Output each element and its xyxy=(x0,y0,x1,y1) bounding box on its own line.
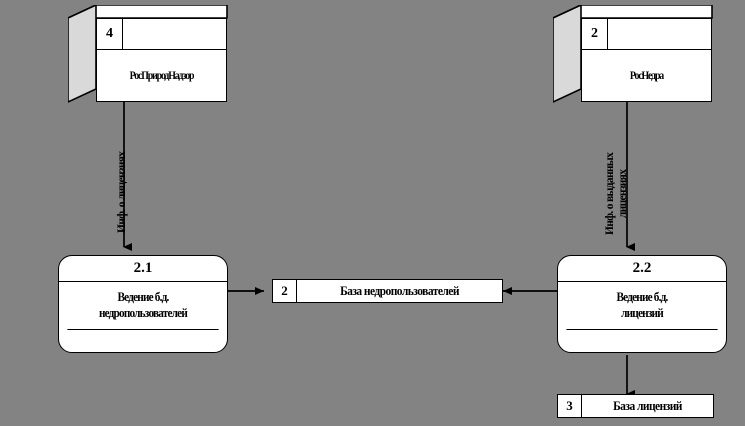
entity-number: 4 xyxy=(97,19,123,49)
process-label-line1: Ведение б.д. xyxy=(616,289,668,304)
process-label: Ведение б.д. недропользователей xyxy=(67,282,219,330)
data-store-number: 3 xyxy=(558,395,582,417)
process-2-1[interactable]: 2.1 Ведение б.д. недропользователей xyxy=(58,255,228,353)
flow-label-info-issued-licenses: Инф. о выданных лицензиях xyxy=(604,153,630,235)
entity-rosnedra[interactable]: 2 РосНедра xyxy=(553,5,713,105)
entity-front-face: 2 РосНедра xyxy=(581,18,712,102)
flow-label-text: Инф. о лицензиях xyxy=(116,151,128,233)
data-store-label: База недропользователей xyxy=(340,283,459,298)
entity-front-face: 4 РосПриродНадзор xyxy=(96,18,227,102)
flow-label-info-licenses: Инф. о лицензиях xyxy=(116,152,129,233)
process-label-line2: недропользователей xyxy=(98,305,188,320)
data-store-nedropolzovateli[interactable]: 2 База недропользователей xyxy=(272,279,503,303)
process-label: Ведение б.д. лицензий xyxy=(566,282,718,330)
entity-rosprirodnadzor[interactable]: 4 РосПриродНадзор xyxy=(68,5,228,105)
data-store-number: 2 xyxy=(273,280,297,302)
process-2-2[interactable]: 2.2 Ведение б.д. лицензий xyxy=(557,255,727,353)
process-label-line2: лицензий xyxy=(621,305,664,320)
entity-label: РосНедра xyxy=(629,68,664,82)
data-store-label: База лицензий xyxy=(613,398,682,413)
process-footer-blank xyxy=(558,330,726,352)
entity-header-blank xyxy=(608,19,711,49)
entity-header-blank xyxy=(123,19,226,49)
data-store-licenzii[interactable]: 3 База лицензий xyxy=(557,394,714,418)
entity-label: РосПриродНадзор xyxy=(129,68,195,82)
flow-label-line1: Инф. о выданных xyxy=(604,152,616,235)
process-number: 2.2 xyxy=(558,256,726,282)
entity-header-row: 4 xyxy=(97,19,226,50)
flow-label-line2: лицензиях xyxy=(617,169,630,219)
entity-header-row: 2 xyxy=(582,19,711,50)
entity-number: 2 xyxy=(582,19,608,49)
process-label-line1: Ведение б.д. xyxy=(117,289,169,304)
process-number: 2.1 xyxy=(59,256,227,282)
entity-3d-shading xyxy=(553,5,713,103)
process-footer-blank xyxy=(59,330,227,352)
entity-3d-shading xyxy=(68,5,228,103)
